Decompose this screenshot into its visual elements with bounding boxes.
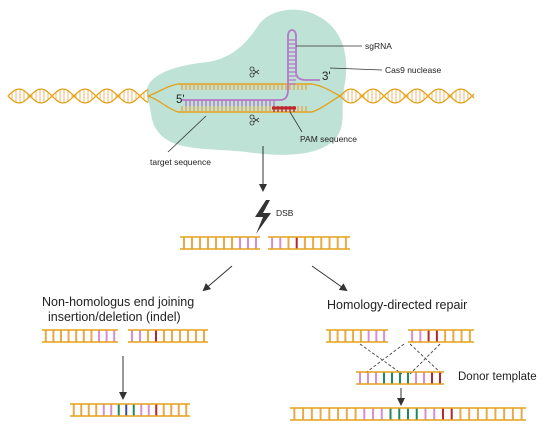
cas9-leader-line [329, 67, 383, 71]
arrow-to-nhej [202, 265, 233, 292]
donor-template-strand [356, 371, 444, 385]
cas9-label: Cas9 nuclease [385, 65, 442, 75]
hdr-fragment-left [326, 329, 388, 343]
donor-template-dna [356, 371, 444, 385]
crossover-lines [359, 343, 443, 375]
nhej-result-strand [70, 403, 190, 417]
dsb-label: DSB [276, 208, 294, 218]
five-prime-label: 5' [176, 94, 185, 106]
target-leader-line [167, 115, 207, 153]
lightning-icon [255, 200, 271, 234]
hdr-title: Homology-directed repair [327, 298, 467, 312]
nhej-fragment-right [128, 329, 208, 343]
hdr-repaired-dna [290, 407, 526, 421]
sgrna-molecule [182, 29, 320, 106]
donor-template-label: Donor template [458, 371, 537, 383]
dsb-fragment-left [180, 236, 260, 250]
three-prime-label: 3' [322, 71, 331, 83]
dna-helix [7, 83, 475, 113]
hdr-dna-fragments [326, 329, 474, 343]
scissors-icon-top [249, 66, 260, 78]
hdr-result-strand [290, 407, 526, 421]
target-label: target sequence [150, 157, 211, 167]
nhej-title-line2: insertion/deletion (indel) [48, 310, 181, 324]
hdr-fragment-right [408, 329, 474, 343]
scissors-icon-bottom [249, 114, 260, 126]
pam-label: PAM sequence [300, 134, 357, 144]
arrow-to-hdr [311, 265, 348, 292]
sgrna-label: sgRNA [365, 41, 392, 51]
dsb-fragment-right [268, 236, 350, 250]
pam-leader-line [289, 111, 303, 133]
dsb-dna-fragments [180, 236, 350, 250]
nhej-repaired-dna [70, 403, 190, 417]
nhej-title-line1: Non-homologus end joining [42, 295, 194, 309]
nhej-fragment-left [42, 329, 118, 343]
nhej-dna-fragments [42, 329, 208, 343]
